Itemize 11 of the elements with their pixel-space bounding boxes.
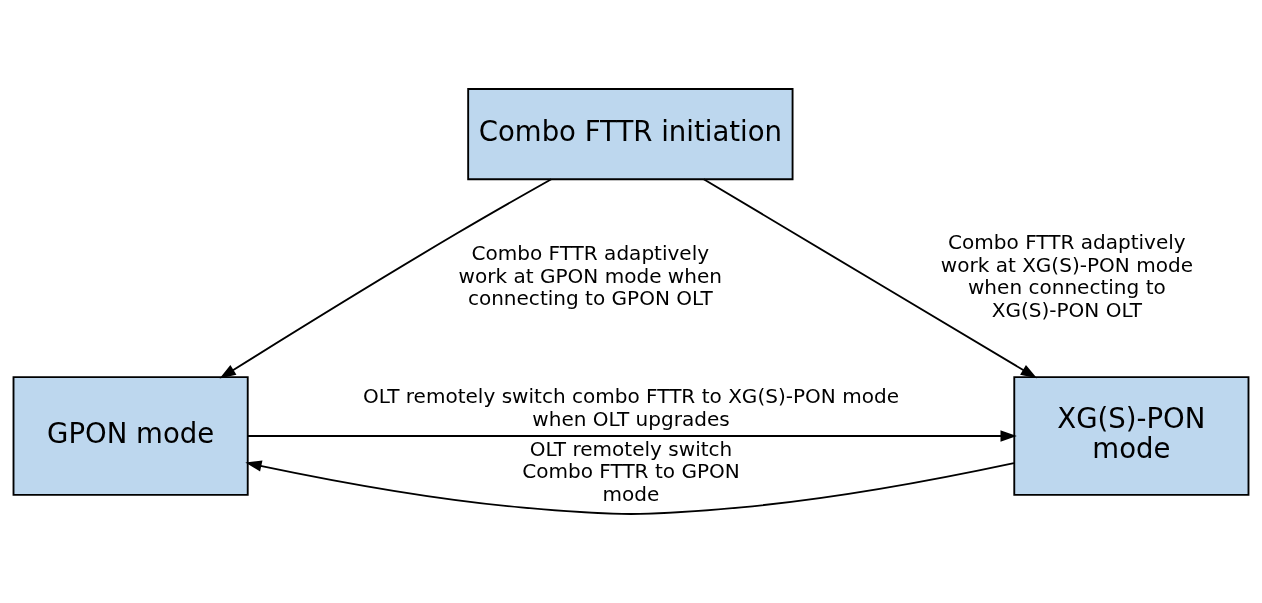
edge-label: OLT remotely switch Combo FTTR to GPON mode: [522, 436, 740, 506]
node-box: Combo FTTR initiation: [467, 88, 794, 181]
node-box: XG(S)-PON mode: [1013, 376, 1250, 496]
node-box: GPON mode: [12, 376, 249, 496]
edge-label: OLT remotely switch combo FTTR to XG(S)-PON mode when OLT upgrades: [363, 384, 899, 431]
arrow: [219, 178, 553, 379]
edge-label: Combo FTTR adaptively work at XG(S)-PON mode when connecting to XG(S)-PON OLT: [940, 230, 1193, 322]
arrow: [702, 178, 1037, 379]
arrow: [246, 430, 1017, 442]
edge-label: Combo FTTR adaptively work at GPON mode when connecting to GPON OLT: [458, 241, 722, 311]
arrow: [245, 460, 1015, 515]
